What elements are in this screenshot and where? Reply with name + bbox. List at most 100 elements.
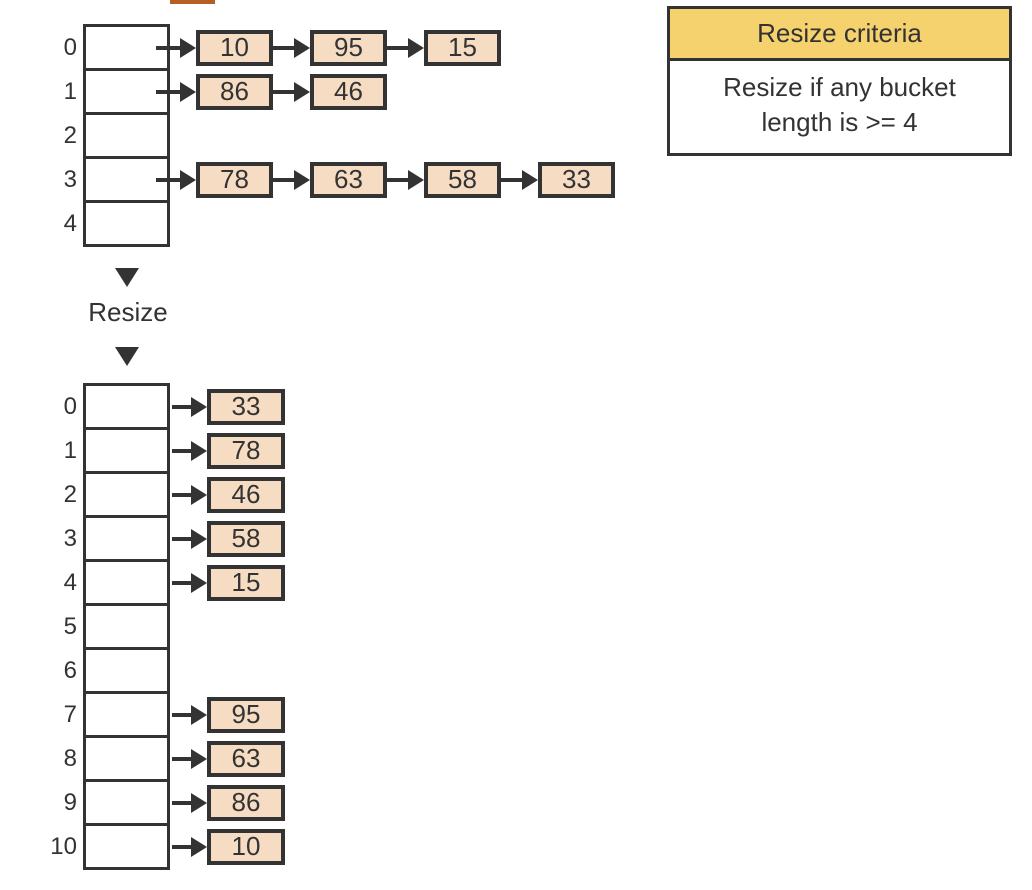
bucket-index-label: 9 <box>63 788 77 816</box>
arrow-shaft <box>172 536 196 541</box>
bucket-index-label: 10 <box>50 832 77 860</box>
arrow-head <box>191 572 207 593</box>
chain-node: 10 <box>207 828 285 865</box>
bucket-cell <box>83 691 170 738</box>
arrow-shaft <box>172 800 196 805</box>
bucket-index-label: 6 <box>63 656 77 684</box>
bucket-cell <box>83 559 170 606</box>
arrow-head <box>294 37 310 58</box>
arrow-head <box>180 37 196 58</box>
bucket-cell <box>83 603 170 650</box>
next-pointer-arrow-icon <box>172 484 207 505</box>
chain-node: 63 <box>207 740 285 777</box>
next-pointer-arrow-icon <box>273 169 310 190</box>
bucket-cell <box>83 779 170 826</box>
arrow-head <box>191 440 207 461</box>
bucket-index-label: 8 <box>63 744 77 772</box>
chain-node: 78 <box>207 432 285 469</box>
arrow-head <box>294 169 310 190</box>
bucket-cell <box>83 471 170 518</box>
bucket-index-label: 2 <box>63 121 77 149</box>
chain-node: 10 <box>196 29 273 66</box>
arrow-shaft <box>172 492 196 497</box>
chain-node: 63 <box>310 161 387 198</box>
arrow-head <box>180 81 196 102</box>
arrow-shaft <box>387 45 413 50</box>
next-pointer-arrow-icon <box>156 169 196 190</box>
next-pointer-arrow-icon <box>172 704 207 725</box>
next-pointer-arrow-icon <box>156 37 196 58</box>
bucket-index-label: 3 <box>63 165 77 193</box>
chain-node: 95 <box>310 29 387 66</box>
arrow-shaft <box>273 45 299 50</box>
chain-node: 58 <box>207 520 285 557</box>
chain-node: 86 <box>196 73 273 110</box>
bucket-cell <box>83 112 170 159</box>
next-pointer-arrow-icon <box>172 836 207 857</box>
arrow-head <box>191 836 207 857</box>
resize-step-label: Resize <box>88 297 168 327</box>
chain-node: 15 <box>424 29 501 66</box>
arrow-shaft <box>387 177 413 182</box>
next-pointer-arrow-icon <box>172 396 207 417</box>
arrow-head <box>191 396 207 417</box>
bucket-cell <box>83 200 170 247</box>
bucket-cell <box>83 427 170 474</box>
next-pointer-arrow-icon <box>172 572 207 593</box>
bucket-index-label: 4 <box>63 209 77 237</box>
arrow-head <box>180 169 196 190</box>
chain-node: 95 <box>207 696 285 733</box>
chain-node: 46 <box>207 476 285 513</box>
flow-down-triangle-icon <box>115 347 139 366</box>
arrow-head <box>408 37 424 58</box>
arrow-shaft <box>501 177 527 182</box>
arrow-head <box>294 81 310 102</box>
chain-node: 46 <box>310 73 387 110</box>
next-pointer-arrow-icon <box>387 37 424 58</box>
bucket-cell <box>83 515 170 562</box>
chain-node: 86 <box>207 784 285 821</box>
bucket-index-label: 3 <box>63 524 77 552</box>
arrow-shaft <box>273 89 299 94</box>
bucket-index-label: 4 <box>63 568 77 596</box>
chain-node: 33 <box>207 388 285 425</box>
arrow-head <box>191 484 207 505</box>
arrow-shaft <box>273 177 299 182</box>
chain-node: 15 <box>207 564 285 601</box>
chain-node: 33 <box>538 161 615 198</box>
next-pointer-arrow-icon <box>172 792 207 813</box>
next-pointer-arrow-icon <box>273 37 310 58</box>
bucket-cell <box>83 647 170 694</box>
arrow-head <box>522 169 538 190</box>
arrow-shaft <box>172 448 196 453</box>
bucket-index-label: 1 <box>63 436 77 464</box>
bucket-index-label: 0 <box>63 392 77 420</box>
arrow-shaft <box>172 580 196 585</box>
arrow-head <box>191 528 207 549</box>
arrow-head <box>191 792 207 813</box>
bucket-index-label: 7 <box>63 700 77 728</box>
arrow-shaft <box>172 756 196 761</box>
arrow-shaft <box>172 844 196 849</box>
resize-criteria-line1: Resize if any bucket <box>723 72 956 102</box>
arrow-shaft <box>156 45 185 50</box>
arrow-shaft <box>156 89 185 94</box>
next-pointer-arrow-icon <box>501 169 538 190</box>
resize-criteria-box: Resize criteria Resize if any bucket len… <box>667 6 1012 156</box>
bucket-index-label: 1 <box>63 77 77 105</box>
arrow-shaft <box>172 712 196 717</box>
next-pointer-arrow-icon <box>156 81 196 102</box>
bucket-index-label: 2 <box>63 480 77 508</box>
next-pointer-arrow-icon <box>172 440 207 461</box>
bucket-cell <box>83 383 170 430</box>
next-pointer-arrow-icon <box>172 528 207 549</box>
clipped-orange-shape <box>170 0 215 4</box>
arrow-shaft <box>172 404 196 409</box>
flow-down-triangle-icon <box>115 268 139 287</box>
next-pointer-arrow-icon <box>273 81 310 102</box>
arrow-head <box>408 169 424 190</box>
resize-criteria-title: Resize criteria <box>670 9 1009 61</box>
resize-criteria-line2: length is >= 4 <box>761 107 918 137</box>
chain-node: 78 <box>196 161 273 198</box>
